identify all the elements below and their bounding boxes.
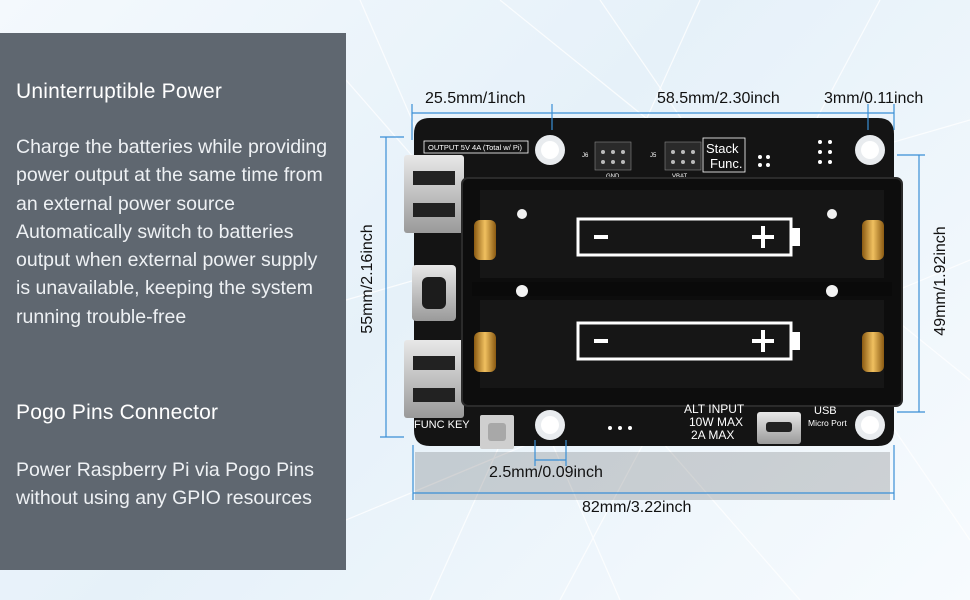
micro-usb-port-icon: [757, 412, 801, 444]
board-reflection: [415, 452, 890, 500]
battery-icon: [576, 217, 800, 257]
pogo-pins-description: Power Raspberry Pi via Pogo Pins without…: [16, 459, 315, 510]
micro-port-label: Micro Port: [808, 418, 847, 428]
alt-input-amp: 2A MAX: [691, 428, 734, 442]
alt-input-watt: 10W MAX: [689, 415, 743, 429]
dim-total-width: 82mm/3.22inch: [582, 499, 692, 516]
dim-left-height: 55mm/2.16inch: [359, 224, 376, 334]
dim-pogo-spacing: 2.5mm/0.09inch: [489, 464, 603, 481]
uninterruptible-power-description: Charge the batteries while providing pow…: [16, 136, 328, 328]
dim-top-right: 3mm/0.11inch: [824, 90, 924, 107]
j5-label: J5: [650, 153, 657, 159]
dim-right-height: 49mm/1.92inch: [932, 226, 949, 336]
mounting-hole-icon: [535, 135, 885, 440]
alt-input-label: ALT INPUT: [684, 402, 745, 416]
j6-label: J6: [582, 153, 589, 159]
dim-top-mid: 58.5mm/2.30inch: [657, 90, 780, 107]
stack-func-label-1: Stack: [706, 141, 739, 156]
feature-panel: Uninterruptible Power Charge the batteri…: [0, 33, 346, 570]
func-key-label: FUNC KEY: [414, 419, 470, 431]
dim-top-left: 25.5mm/1inch: [425, 90, 526, 107]
output-label: OUTPUT 5V 4A (Total w/ Pi): [428, 143, 523, 152]
heading-uninterruptible-power: Uninterruptible Power: [16, 80, 223, 103]
stack-func-label-2: Func.: [710, 156, 743, 171]
battery-contact: [474, 220, 884, 372]
jumper-j6: [594, 141, 632, 171]
dimension-lines: [380, 104, 925, 500]
usb-a-port-icon: [404, 155, 464, 418]
usb-c-port-icon: [412, 265, 456, 321]
usb-label: USB: [814, 405, 837, 417]
jumper-j5: [664, 141, 702, 171]
heading-pogo-pins: Pogo Pins Connector: [16, 401, 219, 424]
battery-icon: [576, 321, 800, 361]
